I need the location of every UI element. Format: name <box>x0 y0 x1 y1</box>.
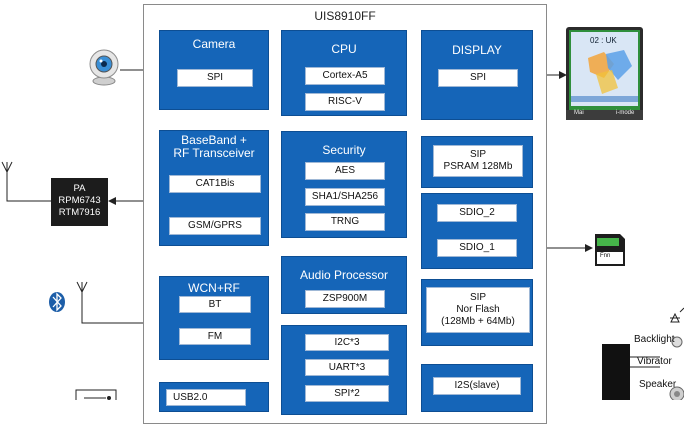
wcn-antenna-icon <box>76 281 88 296</box>
antenna2-line <box>81 296 159 324</box>
speaker-label: Speaker <box>639 379 677 390</box>
sd-card-label: Fnn <box>600 253 611 259</box>
cpu-title: CPU <box>331 42 357 56</box>
vibrator-label: Vibrator <box>637 356 672 367</box>
camera-title: Camera <box>192 37 236 51</box>
antenna-icon <box>1 161 13 178</box>
sip-flash-block: SIP Nor Flash (128Mb + 64Mb) <box>421 279 533 346</box>
wcn-block: WCN+RF BT FM <box>159 276 269 360</box>
cpu-cortex-a5: Cortex-A5 <box>305 67 385 85</box>
phone-icon <box>566 27 643 120</box>
camera-spi: SPI <box>177 69 253 87</box>
io-spi: SPI*2 <box>305 385 389 402</box>
backlight-label: Backlight <box>634 334 675 345</box>
sip-flash-line2: Nor Flash <box>456 304 500 315</box>
phone-softkey-left: Mai <box>574 110 584 116</box>
baseband-title-line1: BaseBand + <box>181 133 247 147</box>
audio-zsp900m: ZSP900M <box>305 290 385 308</box>
usb-block: USB2.0 <box>159 382 269 412</box>
peripheral-device-icon <box>602 344 660 400</box>
sip-psram-label: SIP PSRAM 128Mb <box>433 145 523 177</box>
i2s-block: I2S(slave) <box>421 364 533 412</box>
usb-label: USB2.0 <box>166 389 246 406</box>
pa-line3: RTM7916 <box>58 207 101 218</box>
io-block: I2C*3 UART*3 SPI*2 <box>281 325 407 415</box>
sip-psram-line2: PSRAM 128Mb <box>443 161 513 172</box>
display-spi: SPI <box>438 69 518 87</box>
security-block: Security AES SHA1/SHA256 TRNG <box>281 131 407 238</box>
antenna1-line <box>6 178 51 202</box>
speaker-icon <box>669 386 684 400</box>
sdio-2: SDIO_2 <box>437 204 517 222</box>
io-uart: UART*3 <box>305 359 389 376</box>
chip-title: UIS8910FF <box>314 9 376 23</box>
sdio-block: SDIO_2 SDIO_1 <box>421 193 533 269</box>
bluetooth-icon <box>49 292 65 312</box>
audio-title: Audio Processor <box>299 268 389 282</box>
sip-flash-label: SIP Nor Flash (128Mb + 64Mb) <box>426 287 530 333</box>
baseband-title-line2: RF Transceiver <box>173 146 255 160</box>
baseband-block: BaseBand + RF Transceiver CAT1Bis GSM/GP… <box>159 130 269 246</box>
security-sha: SHA1/SHA256 <box>305 188 385 206</box>
connection-lines <box>1 27 684 400</box>
cpu-risc-v: RISC-V <box>305 93 385 111</box>
audio-block: Audio Processor ZSP900M <box>281 256 407 314</box>
sip-psram-block: SIP PSRAM 128Mb <box>421 136 533 188</box>
usb-icon <box>75 389 117 400</box>
camera-block: Camera SPI <box>159 30 269 110</box>
sip-flash-line3: (128Mb + 64Mb) <box>441 316 515 327</box>
sd-card-icon <box>595 234 625 266</box>
pa-block: PA RPM6743 RTM7916 <box>51 178 108 226</box>
display-block: DISPLAY SPI <box>421 30 533 120</box>
webcam-icon <box>89 49 119 86</box>
wcn-bt: BT <box>179 296 251 313</box>
security-trng: TRNG <box>305 213 385 231</box>
security-title: Security <box>322 143 366 157</box>
phone-softkey-right: i-mode <box>616 110 635 116</box>
display-title: DISPLAY <box>452 43 502 57</box>
pa-line2: RPM6743 <box>58 195 101 206</box>
wcn-title: WCN+RF <box>188 281 240 295</box>
i2s-label: I2S(slave) <box>433 377 521 395</box>
wcn-fm: FM <box>179 328 251 345</box>
security-aes: AES <box>305 162 385 180</box>
io-i2c: I2C*3 <box>305 334 389 351</box>
sip-flash-line1: SIP <box>469 292 487 303</box>
pa-line1: PA <box>73 183 86 194</box>
sdio-1: SDIO_1 <box>437 239 517 257</box>
cpu-block: CPU Cortex-A5 RISC-V <box>281 30 407 116</box>
phone-time: 02 : UK <box>590 36 617 45</box>
vibrator-icon <box>671 336 683 348</box>
baseband-gsm-gprs: GSM/GPRS <box>169 217 261 235</box>
baseband-cat1bis: CAT1Bis <box>169 175 261 193</box>
led-icon <box>670 307 684 323</box>
sip-psram-line1: SIP <box>469 149 487 160</box>
